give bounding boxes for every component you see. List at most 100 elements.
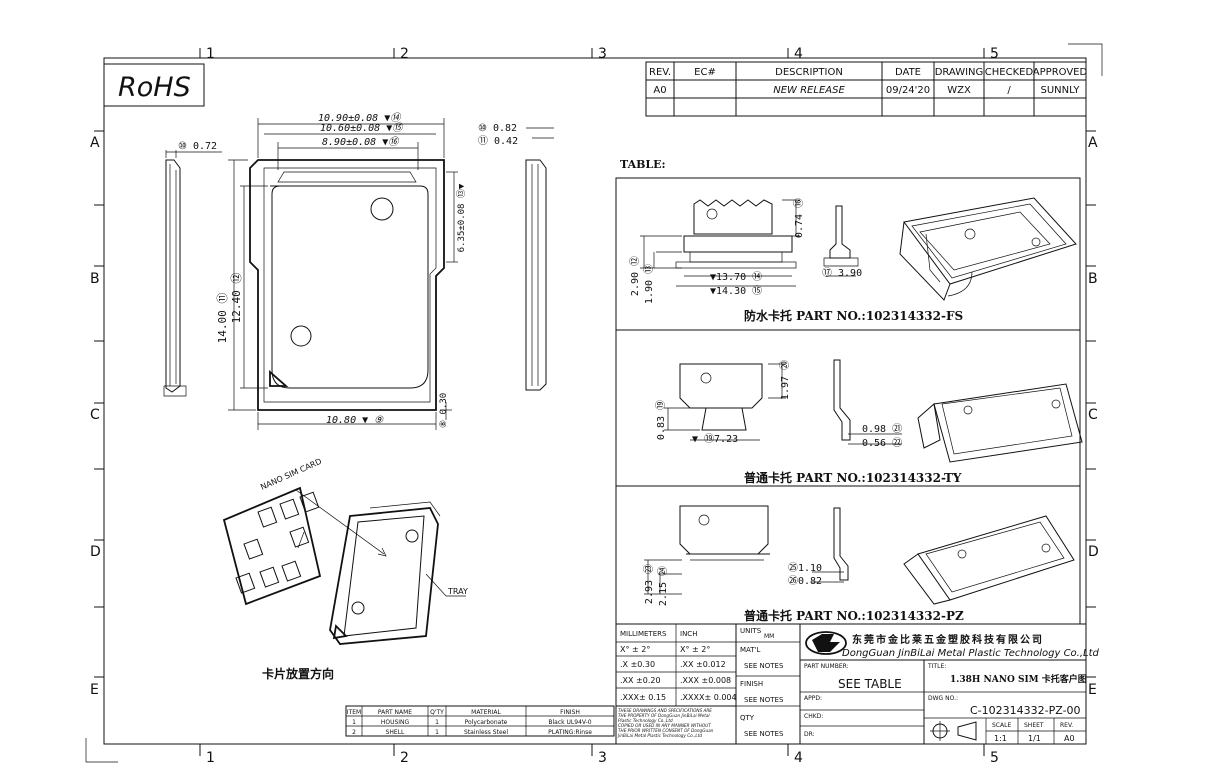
qty-label: QTY	[740, 714, 755, 722]
tray-front-view: 10.90±0.08 ▼⑭ 10.60±0.08 ▼⑮ 8.90±0.08 ▼⑯…	[216, 112, 467, 430]
dim-side-042: ⑪ 0.42	[478, 135, 518, 147]
notice-line-4: COPIED OR USED IN ANY MANNER WITHOUT	[618, 723, 711, 728]
bom-row2-finish: PLATING:Rinse	[548, 729, 592, 736]
matl-label: MAT'L	[740, 646, 760, 654]
bom-header-finish: FINISH	[560, 709, 580, 716]
bom-row2-qty: 1	[435, 729, 439, 736]
bom-row1-material: Polycarbonate	[465, 719, 508, 726]
bom-table: ITEM PART NAME Q'TY MATERIAL FINISH 1 HO…	[345, 705, 615, 737]
bom-header-material: MATERIAL	[471, 709, 501, 716]
rev-header-checked: CHECKED	[985, 67, 1034, 78]
pz-dim-110: ㉕1.10	[788, 562, 822, 574]
dim-thickness-072: ⑩ 0.72	[178, 141, 217, 152]
rev-value-approved: SUNNLY	[1041, 85, 1081, 96]
zone-col-3-bottom: 3	[598, 750, 607, 766]
part-number-value: SEE TABLE	[838, 677, 902, 691]
zone-row-e: E	[90, 682, 99, 698]
company-name-en: DongGuan JinBiLai Metal Plastic Technolo…	[842, 648, 1100, 659]
fs-dim-1370: ▼13.70 ⑭	[710, 271, 762, 283]
dim-width-1090: 10.90±0.08 ▼⑭	[318, 112, 402, 124]
zone-row-d-right: D	[1088, 544, 1099, 560]
rev-value-checked: /	[1007, 85, 1011, 96]
title-value: 1.38H NANO SIM 卡托客户图	[950, 673, 1087, 685]
qty-value: SEE NOTES	[744, 730, 784, 738]
zone-row-b-right: B	[1088, 271, 1098, 287]
rev-value-date: 09/24'20	[886, 85, 930, 96]
ty-dim-056: 0.56 ㉒	[862, 437, 902, 449]
rev-header-rev: REV.	[649, 67, 671, 78]
dim-height-635: 6.35±0.08 ⑬▼	[456, 183, 467, 252]
nano-sim-card-label: NANO SIM CARD	[259, 457, 323, 492]
bom-row1-part: HOUSING	[381, 719, 410, 726]
dwg-label: DWG NO.:	[928, 695, 958, 702]
tol-header-mm: MILLIMETERS	[620, 630, 667, 638]
chkd-label: CHKD:	[804, 713, 823, 720]
tol-row1-mm: X° ± 2°	[620, 645, 650, 654]
variant-table-frame	[615, 177, 1081, 625]
rev-value-drawing: WZX	[947, 85, 971, 96]
ty-dim-083: 0.83 ⑲	[655, 400, 667, 440]
rev-label: REV.	[1060, 722, 1073, 729]
variant-fs-label: 防水卡托 PART NO.:102314332-FS	[744, 308, 963, 323]
tol-row1-inch: X° ± 2°	[680, 645, 710, 654]
tol-row3-inch: .XXX ±0.008	[680, 676, 731, 685]
zone-col-4-bottom: 4	[794, 750, 803, 766]
dim-bottom-width-1080: 10.80 ▼ ⑨	[326, 415, 384, 426]
units-value: MM	[764, 633, 774, 640]
card-placement-caption: 卡片放置方向	[262, 666, 334, 681]
bom-header-item: ITEM	[347, 709, 361, 716]
dim-width-890: 8.90±0.08 ▼⑯	[322, 136, 400, 148]
zone-col-1: 1	[206, 46, 215, 62]
dwg-number-value: C-102314332-PZ-00	[970, 704, 1081, 717]
fs-dim-1430: ▼14.30 ⑮	[710, 285, 762, 297]
rev-header-ec: EC#	[694, 67, 716, 78]
zone-col-5: 5	[990, 46, 999, 62]
rohs-text: RoHS	[118, 72, 191, 103]
fs-dim-074: 0.74 ⑯	[793, 198, 805, 238]
matl-value: SEE NOTES	[744, 662, 784, 670]
rohs-mark: RoHS	[103, 63, 205, 107]
bom-row1-qty: 1	[435, 719, 439, 726]
notice-line-2: THE PROPERTY OF DongGuan JinBiLai Metal	[618, 713, 710, 718]
rev-value-description: NEW RELEASE	[773, 85, 845, 96]
table-label: TABLE:	[620, 158, 666, 171]
scale-value: 1:1	[994, 734, 1007, 743]
variant-pz-drawing: 2.93 ㉓ 2.15 ㉔ ㉕1.10 ㉖0.82 普通卡托 PART NO.:…	[643, 505, 1075, 623]
dim-height-1240: 12.40 ⑫	[230, 273, 243, 324]
company-logo	[805, 631, 847, 655]
finish-label: FINISH	[740, 680, 763, 688]
bom-row2-material: Stainless Steel	[464, 729, 508, 736]
notice-line-3: Plastic Technology Co.,Ltd	[618, 718, 673, 723]
tol-row2-inch: .XX ±0.012	[680, 660, 726, 669]
tray-side-profile-left: ⑩ 0.72	[163, 141, 222, 397]
title-block: MILLIMETERS INCH X° ± 2° X° ± 2° .X ±0.3…	[615, 623, 1100, 745]
pz-dim-082: ㉖0.82	[788, 575, 822, 587]
tray-label: TRAY	[447, 587, 468, 596]
revision-table: REV. EC# DESCRIPTION DATE DRAWING CHECKE…	[645, 61, 1088, 117]
scale-label: SCALE	[992, 722, 1011, 729]
rev-value: A0	[1064, 734, 1075, 743]
zone-col-2: 2	[400, 46, 409, 62]
fs-dim-190: 1.90 ⑬	[643, 264, 655, 304]
rev-header-description: DESCRIPTION	[775, 67, 843, 78]
zone-row-a-right: A	[1088, 135, 1098, 151]
dim-side-082: ⑩ 0.82	[478, 123, 517, 134]
projection-symbol-icon	[930, 721, 977, 741]
zone-row-d: D	[90, 544, 101, 560]
tol-row3-mm: .XX ±0.20	[620, 676, 661, 685]
bom-row1-finish: Black UL94V-0	[548, 719, 591, 726]
dr-label: DR:	[804, 731, 815, 738]
zone-col-2-bottom: 2	[400, 750, 409, 766]
rev-header-date: DATE	[895, 67, 921, 78]
tol-header-inch: INCH	[680, 630, 697, 638]
sheet-value: 1/1	[1028, 734, 1041, 743]
company-name-cn: 东莞市金比莱五金塑胶科技有限公司	[852, 633, 1044, 646]
sim-card-placement-view: NANO SIM CARD TRAY 卡片放置方向	[222, 457, 468, 681]
zone-row-c-right: C	[1088, 407, 1098, 423]
pz-dim-215: 2.15 ㉔	[657, 566, 669, 606]
fs-dim-390: ⑰ 3.90	[822, 267, 862, 279]
sheet-label: SHEET	[1024, 722, 1044, 729]
finish-value: SEE NOTES	[744, 696, 784, 704]
zone-col-3: 3	[598, 46, 607, 62]
